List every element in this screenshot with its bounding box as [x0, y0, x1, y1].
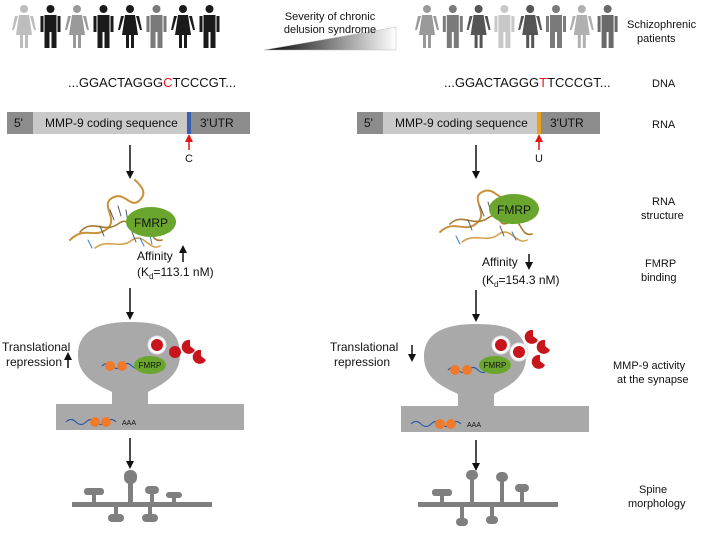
severity-gradient-triangle — [263, 26, 397, 51]
label-structure-1: RNA — [652, 196, 676, 208]
rna-5prime-left: 5' — [14, 116, 23, 130]
patient-icon-left-3 — [65, 5, 89, 48]
synapse-left: FMRP AAA — [56, 322, 244, 430]
fmrp-label-left: FMRP — [134, 216, 168, 230]
repression-line2-left: repression — [6, 355, 62, 369]
patients-right-group — [415, 5, 618, 48]
rna-base-left: C — [185, 153, 193, 165]
label-rna: RNA — [652, 119, 676, 131]
rna-5prime-right: 5' — [364, 116, 373, 130]
synapse-fmrp-right: FMRP — [484, 361, 507, 370]
patients-left-group — [12, 5, 220, 48]
label-activity-1: MMP-9 activity — [613, 360, 686, 372]
dna-prefix-right: ...GGACTAGGG — [444, 75, 539, 90]
patient-icon-left-4 — [93, 5, 114, 48]
severity-label-line2: delusion syndrome — [284, 24, 376, 36]
variant-marker-right — [537, 112, 541, 134]
rna-bar-right: 5' MMP-9 coding sequence 3'UTR U — [357, 112, 600, 165]
rna-coding-left: MMP-9 coding sequence — [45, 116, 178, 130]
affinity-label-left: Affinity — [137, 249, 173, 263]
patient-icon-right-4 — [494, 5, 515, 48]
dna-prefix-left: ...GGACTAGGG — [68, 75, 163, 90]
fmrp-protein-right — [489, 194, 539, 224]
label-dna: DNA — [652, 78, 676, 90]
patient-icon-right-7 — [569, 5, 594, 48]
label-patients-2: patients — [637, 33, 676, 45]
patient-icon-left-6 — [146, 5, 167, 48]
kd-sub-left: d — [149, 272, 153, 281]
row-labels: Schizophrenic patients DNA RNA RNA struc… — [613, 19, 697, 510]
patient-icon-right-1 — [415, 5, 439, 48]
kd-prefix-right: (K — [482, 273, 494, 287]
dna-sequence-right: ...GGACTAGGGTTCCCGT... — [444, 75, 611, 90]
patient-icon-right-5 — [518, 5, 543, 48]
dna-suffix-left: TCCCGT... — [173, 75, 237, 90]
patient-icon-left-5 — [118, 5, 142, 48]
patient-icon-right-2 — [442, 5, 463, 48]
severity-label-line1: Severity of chronic — [285, 11, 376, 23]
patient-icon-right-8 — [597, 5, 618, 48]
kd-prefix-left: (K — [137, 265, 149, 279]
affinity-label-right: Affinity — [482, 255, 518, 269]
label-structure-2: structure — [641, 210, 684, 222]
patient-icon-left-7 — [171, 5, 195, 48]
fmrp-label-right: FMRP — [497, 203, 531, 217]
rna-bar-left: 5' MMP-9 coding sequence 3'UTR C — [7, 112, 250, 165]
synapse-fmrp-left: FMRP — [139, 361, 162, 370]
kd-left: (Kd=113.1 nM) — [137, 265, 214, 281]
patient-icon-left-1 — [12, 5, 36, 48]
repression-line1-left: Translational — [2, 340, 70, 354]
rna-3utr-left: 3'UTR — [200, 116, 234, 130]
rna-coding-right: MMP-9 coding sequence — [395, 116, 528, 130]
rna-3utr-right: 3'UTR — [550, 116, 584, 130]
spine-morphology-right — [418, 470, 558, 526]
label-spine-1: Spine — [639, 484, 667, 496]
rna-base-right: U — [535, 153, 543, 165]
fmrp-protein-left — [126, 207, 176, 237]
label-binding-1: FMRP — [645, 258, 676, 270]
label-activity-2: at the synapse — [617, 374, 689, 386]
polya-right: AAA — [467, 422, 481, 429]
kd-value-left: =113.1 nM) — [153, 265, 213, 279]
dna-suffix-right: TCCCGT... — [547, 75, 611, 90]
kd-sub-right: d — [494, 280, 498, 289]
variant-marker-left — [187, 112, 191, 134]
patient-icon-right-6 — [546, 5, 566, 48]
label-patients-1: Schizophrenic — [627, 19, 697, 31]
patient-icon-right-3 — [466, 5, 491, 48]
patient-icon-left-8 — [199, 5, 220, 48]
polya-left: AAA — [122, 420, 136, 427]
dna-sequence-left: ...GGACTAGGGCTCCCGT... — [68, 75, 236, 90]
spine-morphology-left — [72, 470, 212, 522]
repression-line1-right: Translational — [330, 340, 398, 354]
synapse-right: FMRP AAA — [401, 324, 589, 432]
dna-variant-left: C — [163, 75, 172, 90]
label-binding-2: binding — [641, 272, 676, 284]
patient-icon-left-2 — [40, 5, 61, 48]
kd-right: (Kd=154.3 nM) — [482, 273, 560, 289]
repression-line2-right: repression — [334, 355, 390, 369]
label-spine-2: morphology — [628, 498, 686, 510]
kd-value-right: =154.3 nM) — [498, 273, 559, 287]
dna-variant-right: T — [539, 75, 547, 90]
